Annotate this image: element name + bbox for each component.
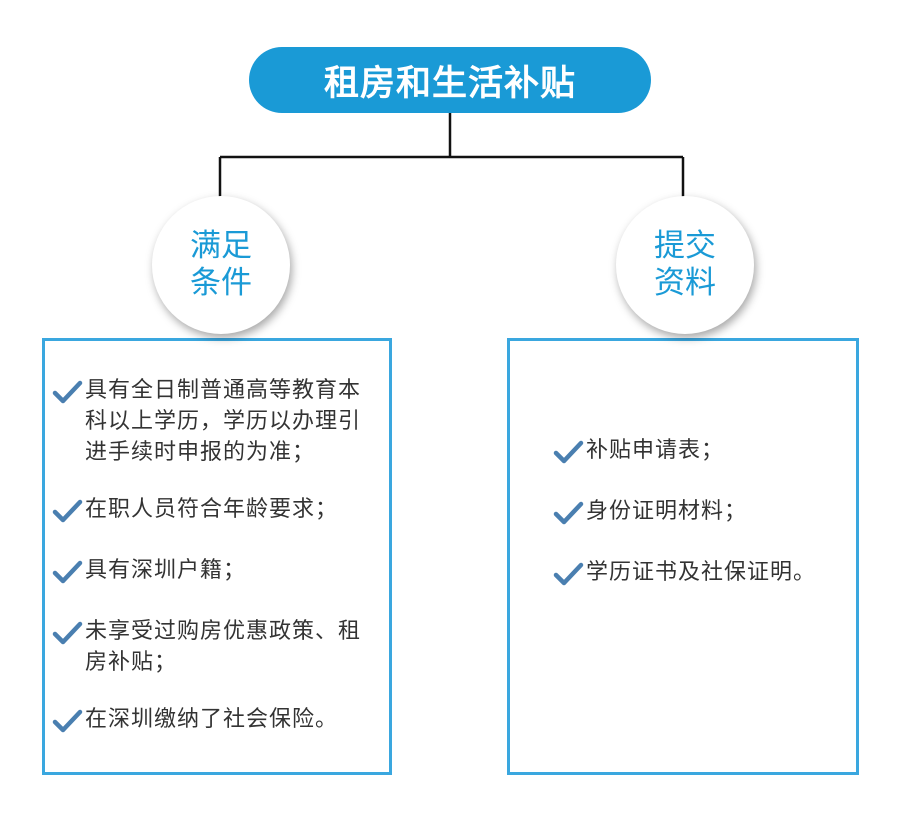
- condition-text: 具有全日制普通高等教育本科以上学历，学历以办理引进手续时申报的为准；: [85, 378, 362, 465]
- check-icon: [52, 380, 83, 404]
- condition-item: 在深圳缴纳了社会保险。: [51, 704, 371, 737]
- condition-item: 具有深圳户籍；: [51, 555, 371, 588]
- right-branch-label: 提交资料: [654, 228, 716, 301]
- check-icon: [553, 562, 584, 586]
- check-icon: [52, 560, 83, 584]
- material-text: 学历证书及社保证明。: [586, 560, 817, 585]
- condition-item: 未享受过购房优惠政策、租房补贴；: [51, 616, 371, 678]
- conditions-box: 具有全日制普通高等教育本科以上学历，学历以办理引进手续时申报的为准； 在职人员符…: [42, 338, 392, 775]
- check-icon: [52, 709, 83, 733]
- material-item: 身份证明材料；: [552, 496, 852, 529]
- condition-text: 具有深圳户籍；: [85, 558, 247, 583]
- right-branch-node: 提交资料: [616, 196, 754, 334]
- check-icon: [553, 440, 584, 464]
- check-icon: [52, 499, 83, 523]
- material-text: 补贴申请表；: [586, 438, 725, 463]
- condition-text: 在深圳缴纳了社会保险。: [85, 707, 339, 732]
- check-icon: [52, 621, 83, 645]
- materials-box: 补贴申请表； 身份证明材料； 学历证书及社保证明。: [507, 338, 859, 775]
- material-item: 补贴申请表；: [552, 435, 852, 468]
- material-item: 学历证书及社保证明。: [552, 557, 852, 590]
- condition-text: 未享受过购房优惠政策、租房补贴；: [85, 619, 362, 675]
- diagram-title: 租房和生活补贴: [323, 63, 576, 104]
- material-text: 身份证明材料；: [586, 499, 748, 524]
- left-branch-label: 满足条件: [190, 228, 252, 301]
- check-icon: [553, 501, 584, 525]
- condition-item: 具有全日制普通高等教育本科以上学历，学历以办理引进手续时申报的为准；: [51, 375, 371, 468]
- title-pill: 租房和生活补贴: [249, 47, 651, 113]
- left-branch-node: 满足条件: [152, 196, 290, 334]
- condition-text: 在职人员符合年龄要求；: [85, 497, 339, 522]
- condition-item: 在职人员符合年龄要求；: [51, 494, 371, 527]
